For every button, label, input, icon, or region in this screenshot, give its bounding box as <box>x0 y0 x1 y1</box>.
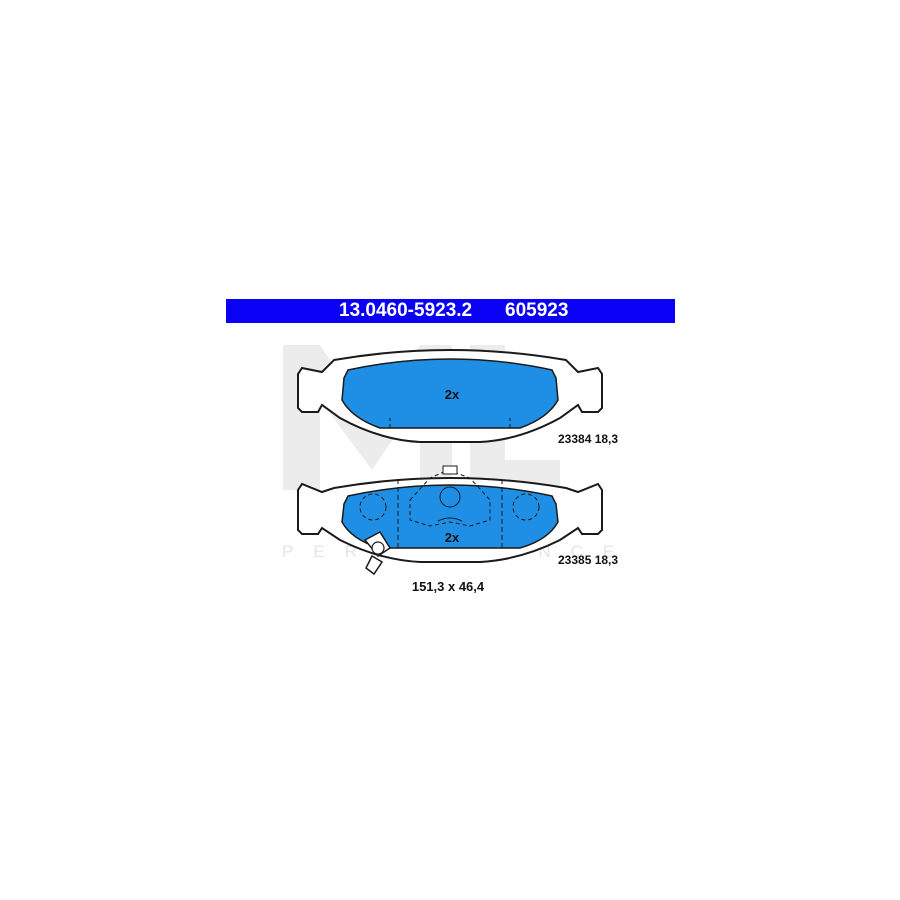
bottom-pad-friction <box>341 484 559 549</box>
part-number: 13.0460-5923.2 <box>339 300 473 321</box>
wear-sensor <box>363 531 392 576</box>
top-pad-friction <box>341 358 559 429</box>
reference-number: 605923 <box>505 300 569 321</box>
top-pad-quantity: 2x <box>445 387 460 402</box>
bottom-pad-spec: 23385 18,3 <box>558 553 618 567</box>
pad-dimensions: 151,3 x 46,4 <box>412 579 485 594</box>
bottom-brake-pad: 2x <box>297 465 603 576</box>
bottom-pad-quantity: 2x <box>445 530 460 545</box>
top-brake-pad: 2x <box>297 349 603 443</box>
header-bar: 13.0460-5923.2 605923 <box>226 299 675 323</box>
top-pad-spec: 23384 18,3 <box>558 432 618 446</box>
